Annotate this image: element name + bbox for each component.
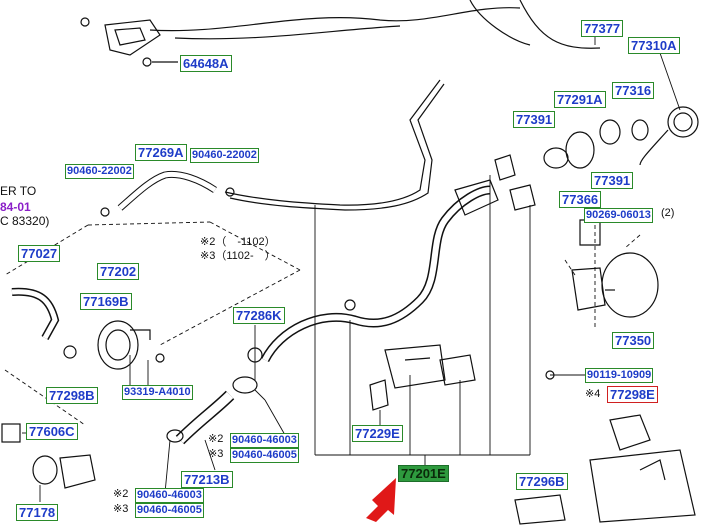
part-77377[interactable]: 77377 [581,20,624,37]
mark-2a: ※2 [208,433,224,445]
part-90460-46005-b[interactable]: 90460-46005 [135,503,204,518]
part-77391-b[interactable]: 77391 [591,172,634,189]
part-77606C[interactable]: 77606C [26,423,78,440]
part-77310A[interactable]: 77310A [628,37,680,54]
top-line [149,7,521,32]
fuel-door-icon [601,252,659,318]
part-77286K[interactable]: 77286K [233,307,285,324]
part-77350[interactable]: 77350 [612,332,655,349]
mark-4: ※4 [585,388,601,400]
gasket-77178-icon [32,455,58,485]
part-77296B[interactable]: 77296B [516,473,568,490]
red-arrow-icon [366,478,396,522]
partial-text-1: ER TO [0,184,37,198]
qty-label: (2) [661,207,675,219]
part-77391-a[interactable]: 77391 [513,111,556,128]
protector-icon [609,414,651,451]
partial-text-2[interactable]: 84-01 [0,200,31,214]
part-77202[interactable]: 77202 [97,263,140,280]
part-93319-A4010[interactable]: 93319-A4010 [122,385,193,400]
bracket-64648-icon [104,19,161,56]
part-90269-06013[interactable]: 90269-06013 [584,208,653,223]
mark-2b: ※2 [113,488,129,500]
part-77316[interactable]: 77316 [612,82,655,99]
clamp-bracket-icon [384,344,446,389]
part-90460-46003-b[interactable]: 90460-46003 [135,488,204,503]
part-77027[interactable]: 77027 [18,245,61,262]
partial-text-3: C 83320) [0,214,50,228]
part-77229E[interactable]: 77229E [352,425,403,442]
mark-3b: ※3 [113,503,129,515]
part-64648A[interactable]: 64648A [180,55,232,72]
part-90460-46003-a[interactable]: 90460-46003 [230,433,299,448]
part-90119-10909[interactable]: 90119-10909 [585,368,654,383]
note-2: ※2（ -1102） [200,236,276,248]
part-77178[interactable]: 77178 [16,504,59,521]
part-90460-22002-a[interactable]: 90460-22002 [65,164,134,179]
part-77213B[interactable]: 77213B [181,471,233,488]
part-77201E-selected[interactable]: 77201E [398,465,449,482]
part-77298E[interactable]: 77298E [607,386,658,403]
part-90460-46005-a[interactable]: 90460-46005 [230,448,299,463]
filler-pipe-icon [260,185,491,363]
mark-3a: ※3 [208,448,224,460]
part-90460-22002-b[interactable]: 90460-22002 [190,148,259,163]
note-3: ※3（1102- ） [200,250,276,262]
part-77298B[interactable]: 77298B [46,387,98,404]
part-77291A[interactable]: 77291A [554,91,606,108]
part-77169B[interactable]: 77169B [80,293,132,310]
flange-gasket-icon [97,320,139,370]
part-77366[interactable]: 77366 [559,191,602,208]
fuel-cap-icon [667,106,699,138]
part-77269A[interactable]: 77269A [135,144,187,161]
